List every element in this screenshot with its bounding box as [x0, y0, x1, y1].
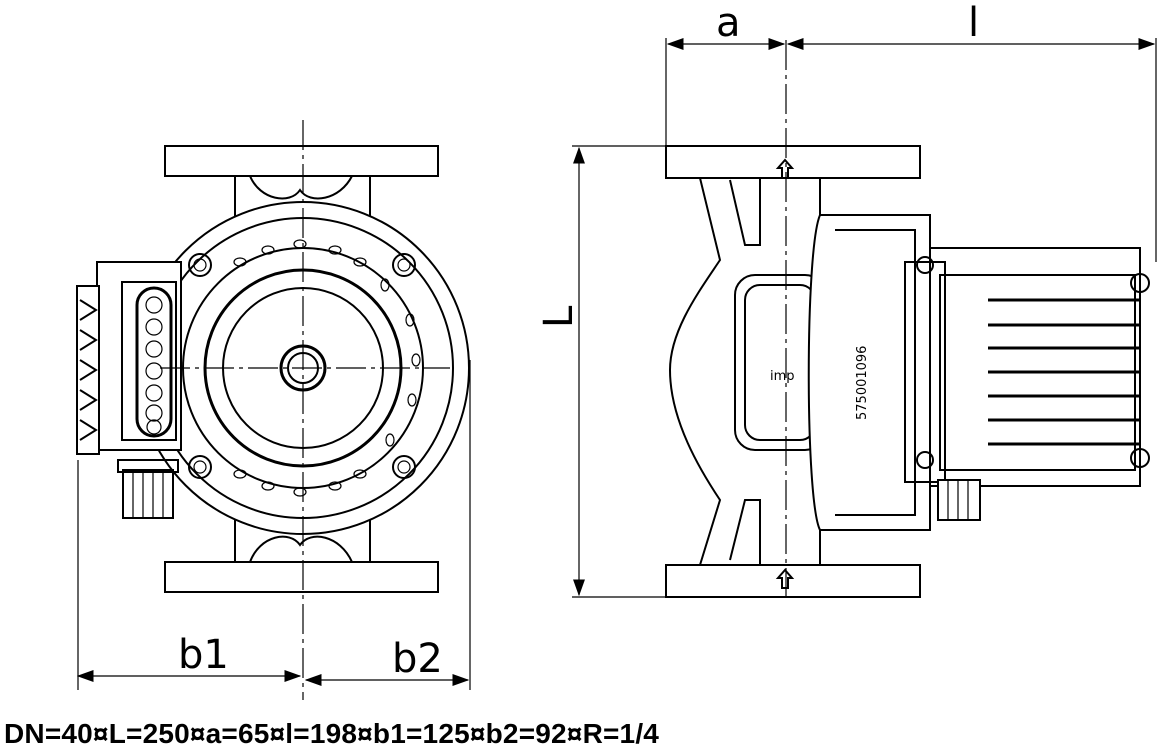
bolt-ring [188, 253, 416, 479]
label-L: L [536, 305, 582, 328]
specification-line: DN=40¤L=250¤a=65¤l=198¤b1=125¤b2=92¤R=1/… [4, 718, 660, 749]
side-top-flange [665, 145, 921, 179]
dimension-b [76, 360, 471, 690]
brand-mark: imp [770, 369, 795, 384]
front-bottom-flange [164, 561, 439, 593]
label-b2: b2 [392, 636, 443, 682]
serial-number: 575001096 [855, 346, 870, 420]
terminal-box [76, 261, 182, 519]
label-b1: b1 [178, 632, 229, 678]
side-view: imp 575001096 a l L [536, 0, 1157, 600]
dimension-L [572, 145, 666, 598]
motor-housing [807, 214, 931, 531]
label-l: l [968, 0, 979, 46]
motor-cap [929, 247, 1141, 487]
front-view: b1 b2 [76, 120, 471, 700]
dimension-a-l [665, 38, 1157, 262]
front-top-flange [164, 145, 439, 177]
side-bottom-flange [665, 564, 921, 598]
label-a: a [716, 0, 741, 46]
